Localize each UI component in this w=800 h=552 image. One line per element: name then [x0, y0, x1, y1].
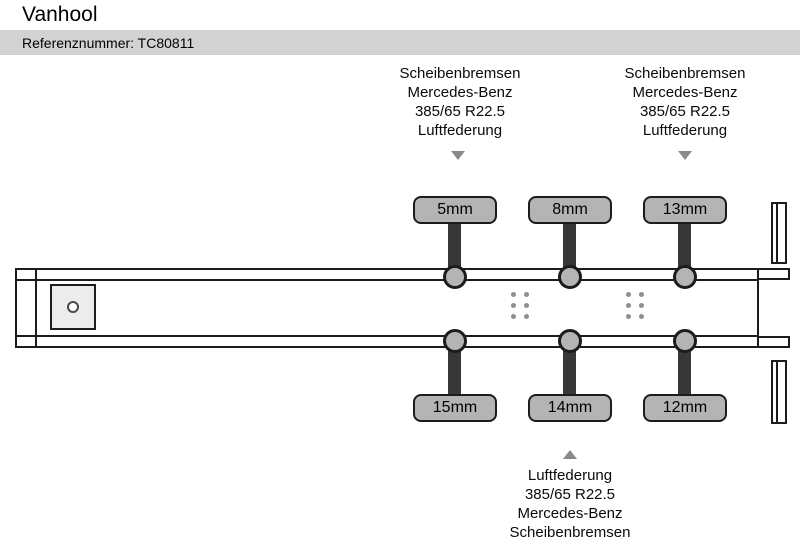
- pointer-down-icon: [451, 151, 465, 160]
- axle-2-rod-bottom: [563, 341, 576, 394]
- bolt-dot: [639, 303, 644, 308]
- bolt-dot: [511, 292, 516, 297]
- bolt-dot: [626, 292, 631, 297]
- bolt-dot: [511, 303, 516, 308]
- axle-2-rod-top: [563, 222, 576, 277]
- axle-3-hub-bottom: [673, 329, 697, 353]
- beam-bottom-flange-line: [17, 335, 757, 337]
- spec-line: Scheibenbremsen: [509, 524, 631, 541]
- axle-1-hub-bottom: [443, 329, 467, 353]
- bolt-dot: [626, 303, 631, 308]
- axle-2-measurement-top: 8mm: [528, 196, 612, 224]
- spec-line: 385/65 R22.5: [524, 486, 616, 503]
- bolt-dot: [639, 314, 644, 319]
- axle-3-rod-top: [678, 222, 691, 277]
- bolt-dot: [524, 292, 529, 297]
- suspension-bolt-cluster: [511, 292, 531, 321]
- axle-3-measurement-top: 13mm: [643, 196, 727, 224]
- chassis-beam: [15, 268, 759, 348]
- rear-lower-bracket: [771, 360, 787, 424]
- beam-top-flange-line: [17, 279, 757, 281]
- bolt-dot: [626, 314, 631, 319]
- pointer-down-icon: [678, 151, 692, 160]
- axle-2-hub-top: [558, 265, 582, 289]
- spec-line: Mercedes-Benz: [517, 505, 623, 522]
- axle-1-hub-top: [443, 265, 467, 289]
- spec-line: Luftfederung: [417, 122, 503, 139]
- kingpin-icon: [67, 301, 79, 313]
- axle-1-measurement-top: 5mm: [413, 196, 497, 224]
- rear-lower-bracket-line: [776, 362, 778, 422]
- axle-spec-top-right: Scheibenbremsen Mercedes-Benz 385/65 R22…: [575, 64, 795, 140]
- rear-upper-bracket-line: [776, 204, 778, 262]
- spec-line: Scheibenbremsen: [399, 65, 521, 82]
- axle-spec-top-left: Scheibenbremsen Mercedes-Benz 385/65 R22…: [350, 64, 570, 140]
- spec-line: Luftfederung: [642, 122, 728, 139]
- pointer-up-icon: [563, 450, 577, 459]
- axle-spec-bottom: Luftfederung 385/65 R22.5 Mercedes-Benz …: [460, 466, 680, 542]
- axle-3-rod-bottom: [678, 341, 691, 394]
- axle-2-hub-bottom: [558, 329, 582, 353]
- suspension-bolt-cluster: [626, 292, 646, 321]
- spec-line: 385/65 R22.5: [639, 103, 731, 120]
- kingpin-plate: [50, 284, 96, 330]
- spec-line: Mercedes-Benz: [407, 84, 513, 101]
- spec-line: Scheibenbremsen: [624, 65, 746, 82]
- axle-1-rod-bottom: [448, 341, 461, 394]
- reference-number: Referenznummer: TC80811: [22, 34, 195, 51]
- page-title: Vanhool: [22, 3, 98, 26]
- reference-bar: Referenznummer: TC80811: [0, 30, 800, 55]
- axle-3-measurement-bottom: 12mm: [643, 394, 727, 422]
- axle-1-rod-top: [448, 222, 461, 277]
- spec-line: 385/65 R22.5: [414, 103, 506, 120]
- axle-1-measurement-bottom: 15mm: [413, 394, 497, 422]
- bolt-dot: [511, 314, 516, 319]
- rear-bottom-rail-extension: [757, 336, 790, 348]
- spec-line: Mercedes-Benz: [632, 84, 738, 101]
- rear-top-rail-extension: [757, 268, 790, 280]
- axle-2-measurement-bottom: 14mm: [528, 394, 612, 422]
- axle-3-hub-top: [673, 265, 697, 289]
- rear-upper-bracket: [771, 202, 787, 264]
- beam-front-plate-line: [35, 270, 37, 346]
- bolt-dot: [639, 292, 644, 297]
- spec-line: Luftfederung: [527, 467, 613, 484]
- bolt-dot: [524, 303, 529, 308]
- bolt-dot: [524, 314, 529, 319]
